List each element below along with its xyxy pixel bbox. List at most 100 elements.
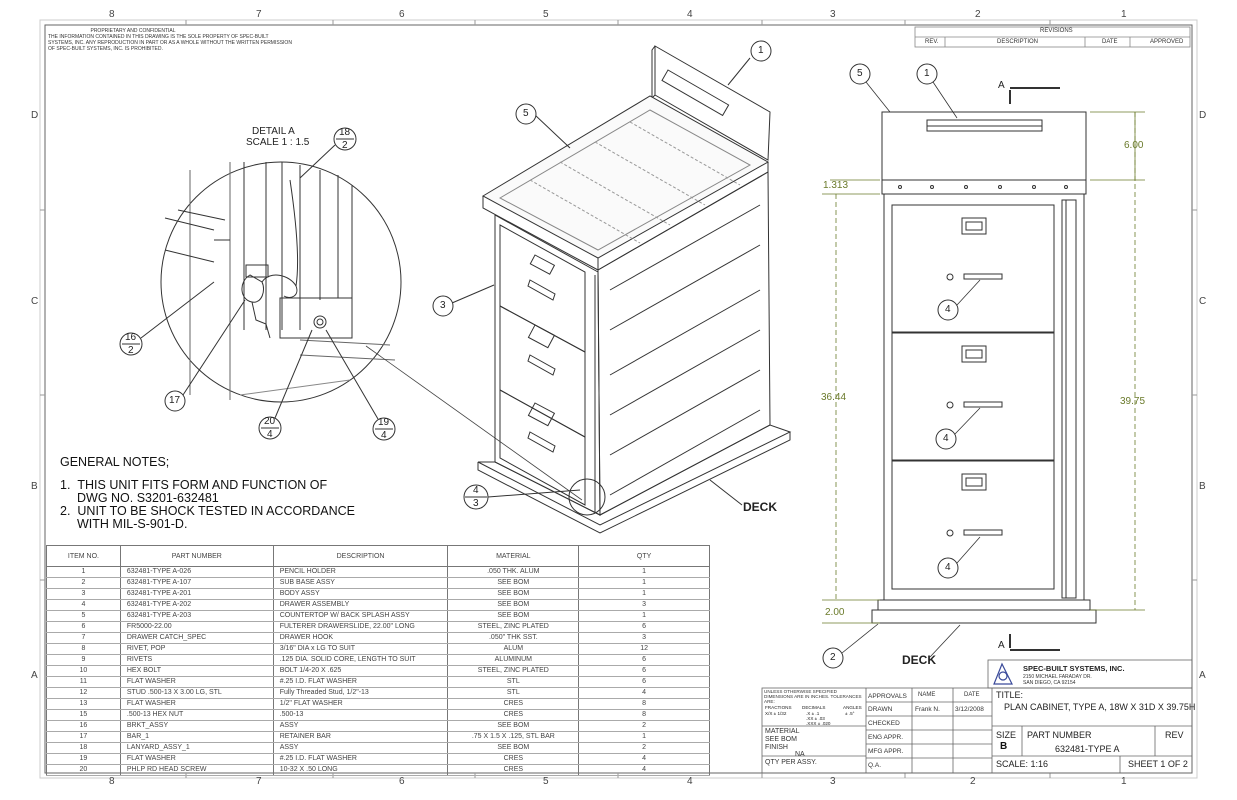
bom-description: .125 DIA. SOLID CORE, LENGTH TO SUIT xyxy=(272,654,449,666)
angles-label: ANGLES xyxy=(843,705,862,710)
bom-part-number: 632481-TYPE A-107 xyxy=(119,577,274,589)
detail-leader-line xyxy=(365,345,583,501)
revisions-title: REVISIONS xyxy=(1040,28,1073,34)
note-2-number: 2. xyxy=(60,504,71,518)
part-number-value: 632481-TYPE A xyxy=(1055,744,1120,754)
iso-balloon-3-bottom: 3 xyxy=(473,498,479,509)
zone-col-7: 7 xyxy=(256,9,262,20)
bom-material: .050" THK SST. xyxy=(447,632,580,644)
fractions-label: FRACTIONS xyxy=(765,705,792,710)
bom-qty: 12 xyxy=(578,643,710,655)
bom-qty: 3 xyxy=(578,599,710,611)
bom-material: .75 X 1.5 X .125, STL BAR xyxy=(447,731,580,743)
bom-item-no: 13 xyxy=(46,698,121,710)
iso-deck-label: DECK xyxy=(743,500,778,514)
material-value: SEE BOM xyxy=(765,736,797,743)
bom-item-no: 12 xyxy=(46,687,121,699)
bom-item-no: 2 xyxy=(46,577,121,589)
note-1-line2: DWG NO. S3201-632481 xyxy=(77,491,219,505)
detail-a-view xyxy=(160,161,402,403)
bom-qty: 8 xyxy=(578,709,710,721)
iso-balloons xyxy=(432,40,772,510)
bom-material: SEE BOM xyxy=(447,742,580,754)
front-balloon-2: 2 xyxy=(830,652,836,663)
bom-qty: 2 xyxy=(578,720,710,732)
qa-label: Q.A. xyxy=(868,762,882,769)
bom-header-qty: QTY xyxy=(578,545,710,567)
dim-body: 36.44 xyxy=(821,392,847,403)
zone-col-1-bottom: 1 xyxy=(1121,776,1127,787)
note-2-line1: UNIT TO BE SHOCK TESTED IN ACCORDANCE xyxy=(77,504,355,518)
bom-description: BOLT 1/4-20 X .625 xyxy=(272,665,449,677)
section-marker-bottom: A xyxy=(998,640,1005,651)
bom-part-number: 632481-TYPE A-201 xyxy=(119,588,274,600)
bom-material: SEE BOM xyxy=(447,599,580,611)
bom-part-number: LANYARD_ASSY_1 xyxy=(119,742,274,754)
dim-base: 2.00 xyxy=(825,607,845,618)
iso-balloon-3: 3 xyxy=(440,300,446,311)
finish-value: NA xyxy=(795,751,805,758)
angles-value: ± .5° xyxy=(845,711,855,716)
bom-description: #.25 I.D. FLAT WASHER xyxy=(272,676,449,688)
zone-col-5-bottom: 5 xyxy=(543,776,549,787)
iso-balloon-5: 5 xyxy=(523,108,529,119)
bom-part-number: FLAT WASHER xyxy=(119,753,274,765)
bom-item-no: 1 xyxy=(46,566,121,578)
revisions-col-rev: REV. xyxy=(925,39,939,45)
bom-part-number: 632481-TYPE A-202 xyxy=(119,599,274,611)
balloon-18-top: 18 xyxy=(339,127,351,138)
qty-per-assy-label: QTY PER ASSY. xyxy=(765,759,817,766)
bom-description: SUB BASE ASSY xyxy=(272,577,449,589)
front-balloon-4a: 4 xyxy=(945,304,951,315)
note-1: 1. THIS UNIT FITS FORM AND FUNCTION OF xyxy=(60,479,355,492)
proprietary-title: PROPRIETARY AND CONFIDENTIAL xyxy=(90,28,176,34)
bom-item-no: 5 xyxy=(46,610,121,622)
zone-col-8: 8 xyxy=(109,9,115,20)
zone-col-7-bottom: 7 xyxy=(256,776,262,787)
front-leaders xyxy=(841,81,981,658)
bom-part-number: RIVET, POP xyxy=(119,643,274,655)
bom-description: FULTERER DRAWERSLIDE, 22.00" LONG xyxy=(272,621,449,633)
checked-label: CHECKED xyxy=(868,720,900,727)
zone-col-1: 1 xyxy=(1121,9,1127,20)
bom-item-no: 15 xyxy=(46,709,121,721)
bom-qty: 6 xyxy=(578,621,710,633)
bom-description: RETAINER BAR xyxy=(272,731,449,743)
note-2-line2: WITH MIL-S-901-D. xyxy=(77,517,188,531)
bom-item-no: 18 xyxy=(46,742,121,754)
company-name: SPEC-BUILT SYSTEMS, INC. xyxy=(1023,664,1125,673)
bom-qty: 3 xyxy=(578,632,710,644)
front-balloon-4c: 4 xyxy=(945,562,951,573)
bom-material: CRES xyxy=(447,698,580,710)
dim-ledge: 1.313 xyxy=(823,180,849,191)
front-balloon-4b: 4 xyxy=(943,433,949,444)
bom-part-number: RIVETS xyxy=(119,654,274,666)
bom-item-no: 4 xyxy=(46,599,121,611)
decimals-value-2: .XX ± .03 xyxy=(806,716,825,721)
bom-part-number: .500-13 HEX NUT xyxy=(119,709,274,721)
bom-description: 3/16" DIA x LG TO SUIT xyxy=(272,643,449,655)
drawing-title: PLAN CABINET, TYPE A, 18W X 31D X 39.75H xyxy=(1004,702,1196,712)
bom-part-number: BAR_1 xyxy=(119,731,274,743)
bom-part-number: FR5000-22.00 xyxy=(119,621,274,633)
bom-part-number: PHLP RD HEAD SCREW xyxy=(119,764,274,776)
size-label: SIZE xyxy=(996,730,1017,740)
bom-material: STL xyxy=(447,676,580,688)
bom-header-part: PART NUMBER xyxy=(119,545,274,567)
bom-material: SEE BOM xyxy=(447,720,580,732)
drawn-date: 3/12/2008 xyxy=(955,706,984,713)
bom-item-no: 19 xyxy=(46,753,121,765)
bom-material: CRES xyxy=(447,753,580,765)
bom-material: STEEL, ZINC PLATED xyxy=(447,621,580,633)
